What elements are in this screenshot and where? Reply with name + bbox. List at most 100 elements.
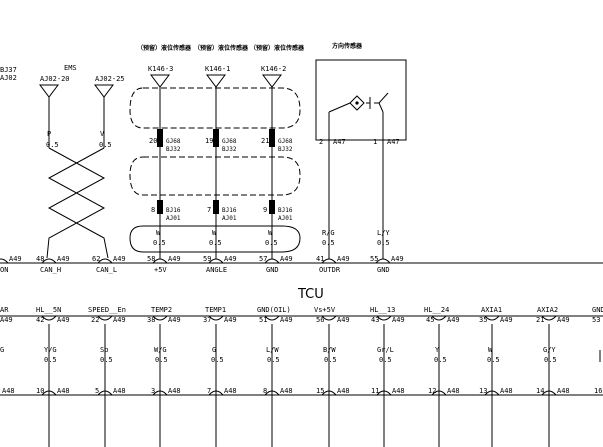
tcu-top-label: CAN_H: [40, 266, 61, 274]
sensor-connector-id: K146-1: [205, 65, 230, 73]
sensor-lower-pin: 9: [263, 206, 267, 214]
tcu-top-conn: A49: [337, 255, 350, 263]
tcu-bottom-wire-color: Gr/L: [377, 346, 394, 354]
sensor-connector-triangle: [206, 74, 226, 88]
tcu-bottom-wire-gauge: 0.5: [100, 356, 113, 364]
ems-connector-aj02-25: AJ02-25: [95, 75, 125, 83]
tcu-bottom-conn2: A48: [2, 387, 15, 395]
tcu-top-label: GND: [266, 266, 279, 274]
sensor-wire-gauge: 0.5: [153, 239, 166, 247]
sensor-upper-conn-a: GJ68: [166, 138, 181, 145]
tcu-bottom-label: GND(OIL): [257, 306, 291, 314]
sensor-lower-conn-a: BJ16: [278, 207, 293, 214]
tcu-bottom-wire-color: G/Y: [543, 346, 556, 354]
tcu-bottom-conn2: A48: [392, 387, 405, 395]
tcu-bottom-wire-gauge: 0.5: [155, 356, 168, 364]
shield-outline-middle: [129, 156, 301, 196]
tcu-bottom-label: HL__13: [370, 306, 395, 314]
direction-sensor-symbol: [349, 92, 389, 111]
sensor-wire-color: W: [268, 229, 273, 237]
tcu-top-conn: A49: [280, 255, 293, 263]
ems-wire-color-v: V: [100, 130, 105, 138]
tcu-bottom-wire-gauge: 0.5: [267, 356, 280, 364]
tcu-bottom-pin2: 16: [594, 387, 602, 395]
shield-outline-lower: [129, 225, 301, 253]
tcu-top-pins: A49 ON 48 A49 CAN_H 62 A49 CAN_L 58 A49 …: [0, 255, 404, 274]
tcu-bottom-label: TEMP2: [151, 306, 172, 314]
sensor-header: （预留）液位传感器: [137, 44, 192, 52]
tcu-bottom-wire-color: G: [212, 346, 216, 354]
tcu-bottom-wire-color: L/W: [266, 346, 279, 354]
sensor-lower-connector-block: [157, 200, 163, 214]
tcu-bottom-conn2: A48: [224, 387, 237, 395]
ems-block: EMS AJ02-20 AJ02-25 P 0.5 V 0.5: [39, 64, 125, 259]
tcu-bottom-wire-gauge: 0.5: [544, 356, 557, 364]
tcu-bottom-conn: A49: [557, 316, 570, 324]
tcu-bottom-wire-gauge: 0.5: [379, 356, 392, 364]
direction-conn-1: A47: [387, 138, 400, 146]
tcu-top-conn: A49: [57, 255, 70, 263]
ems-connector-aj02-20: AJ02-20: [40, 75, 70, 83]
sensor-upper-conn-a: GJ68: [278, 138, 293, 145]
tcu-bottom-conn2: A48: [113, 387, 126, 395]
tcu-bottom-pin: 37: [203, 316, 211, 324]
sensor-lower-conn-a: BJ16: [222, 207, 237, 214]
tcu-top-pin: 48: [36, 255, 44, 263]
tcu-top-label: GND: [377, 266, 390, 274]
ems-twisted-pair: [46, 147, 109, 259]
direction-wire-gauge-ly: 0.5: [377, 239, 390, 247]
tcu-bottom-conn: A49: [224, 316, 237, 324]
ems-wire-color-p: P: [47, 130, 51, 138]
tcu-bottom-pin: 53: [592, 316, 600, 324]
ems-connector-triangle-left: [39, 84, 59, 98]
tcu-top-conn: A49: [168, 255, 181, 263]
direction-conn-2: A47: [333, 138, 346, 146]
tcu-top-label: CAN_L: [96, 266, 117, 274]
tcu-bottom-pin2: 5: [95, 387, 99, 395]
tcu-bottom-conn2: A48: [557, 387, 570, 395]
tcu-bottom-pin: 21: [536, 316, 544, 324]
tcu-bottom-conn: A49: [57, 316, 70, 324]
tcu-bottom-wire-color: Y/G: [44, 346, 57, 354]
tcu-bottom-pin2: 8: [263, 387, 267, 395]
tcu-bottom-label: AXIA2: [537, 306, 558, 314]
sensor-upper-conn-b: BJ32: [166, 146, 181, 153]
sensor-lower-pin: 7: [207, 206, 211, 214]
tcu-bottom-conn: A49: [113, 316, 126, 324]
tcu-top-conn: A49: [9, 255, 22, 263]
direction-sensor-box: [315, 59, 407, 141]
tcu-bottom-pin: 43: [371, 316, 379, 324]
tcu-top-pin: 41: [316, 255, 324, 263]
tcu-bottom-conn2: A48: [280, 387, 293, 395]
tcu-title: TCU: [297, 287, 324, 302]
sensor-lower-conn-a: BJ16: [166, 207, 181, 214]
direction-wire-color-rg: R/G: [322, 229, 335, 237]
sensor-connector-id: K146-3: [148, 65, 173, 73]
tcu-bottom-label: AR: [0, 306, 9, 314]
ems-wire-gauge-v: 0.5: [99, 141, 112, 149]
ems-title: EMS: [64, 64, 77, 72]
tcu-top-label: +5V: [154, 266, 167, 274]
tcu-bottom-pin: 22: [91, 316, 99, 324]
tcu-bottom-label: AXIA1: [481, 306, 502, 314]
sensor-upper-pin: 20: [149, 137, 157, 145]
sensor-lower-connector-block: [269, 200, 275, 214]
tcu-bottom-pin2: 3: [151, 387, 155, 395]
tcu-top-label: ON: [0, 266, 8, 274]
direction-pin-1: 1: [373, 138, 377, 146]
tcu-bottom-conn: A49: [337, 316, 350, 324]
tcu-bottom-wire-gauge: 0.5: [44, 356, 57, 364]
tcu-bottom-wire-color: W/G: [154, 346, 167, 354]
tcu-bottom-pin: 35: [479, 316, 487, 324]
tcu-bottom-conn2: A48: [447, 387, 460, 395]
tcu-bottom-pin: 51: [259, 316, 267, 324]
sensor-lower-connector-block: [213, 200, 219, 214]
tcu-bottom-label: SPEED__En: [88, 306, 126, 314]
tcu-top-label: OUTDR: [319, 266, 341, 274]
sensor-upper-connector-block: [157, 129, 163, 147]
tcu-bottom-pins: AR A49 G A48 HL__5N 42 A49 Y/G 0.5 10 A4…: [0, 306, 603, 447]
tcu-top-label: ANGLE: [206, 266, 227, 274]
sensor-upper-conn-b: BJ32: [278, 146, 293, 153]
sensor-upper-connector-block: [213, 129, 219, 147]
tcu-bottom-label: HL__5N: [36, 306, 61, 314]
